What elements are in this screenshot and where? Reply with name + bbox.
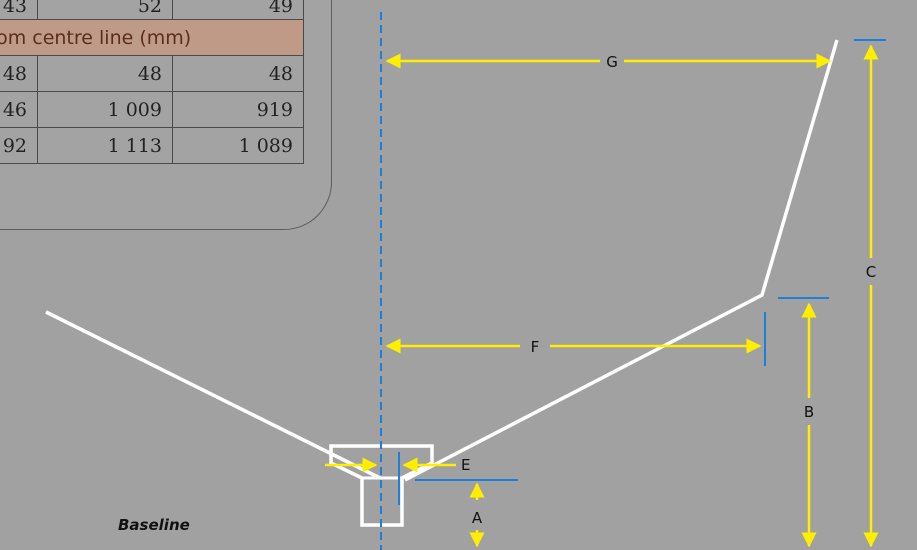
dimension-e-label: E	[461, 456, 470, 474]
dimension-a-label: A	[472, 509, 483, 527]
dimension-f-label: F	[531, 338, 540, 356]
table-section-header: from centre line (mm)	[0, 19, 304, 56]
right-profile-line	[404, 39, 839, 482]
dimension-table-panel: 43 52 49 from centre line (mm) 48 48 48 …	[0, 0, 332, 230]
table-cell: 48	[37, 55, 173, 92]
table-row: 92 1 113 1 089	[0, 127, 304, 164]
baseline-label: Baseline	[118, 516, 190, 534]
section-header-label: from centre line (mm)	[0, 19, 304, 56]
rail-head-outline	[329, 444, 434, 527]
table-cell: 1 113	[37, 127, 173, 164]
table-row: 46 1 009 919	[0, 91, 304, 128]
table-cell: 46	[0, 91, 38, 128]
table-cell: 48	[0, 55, 38, 92]
table-cell: 92	[0, 127, 38, 164]
table-cell: 919	[172, 91, 304, 128]
left-profile-line	[45, 310, 381, 480]
table-cell: 48	[172, 55, 304, 92]
table-cell: 1 089	[172, 127, 304, 164]
table-cell: 52	[37, 0, 173, 20]
table-cell: 1 009	[37, 91, 173, 128]
dimension-g-label: G	[606, 53, 618, 71]
dimension-c-label: C	[866, 263, 876, 281]
table-row: 48 48 48	[0, 55, 304, 92]
dimension-b-label: B	[804, 403, 814, 421]
dimension-table: 43 52 49 from centre line (mm) 48 48 48 …	[0, 0, 304, 164]
